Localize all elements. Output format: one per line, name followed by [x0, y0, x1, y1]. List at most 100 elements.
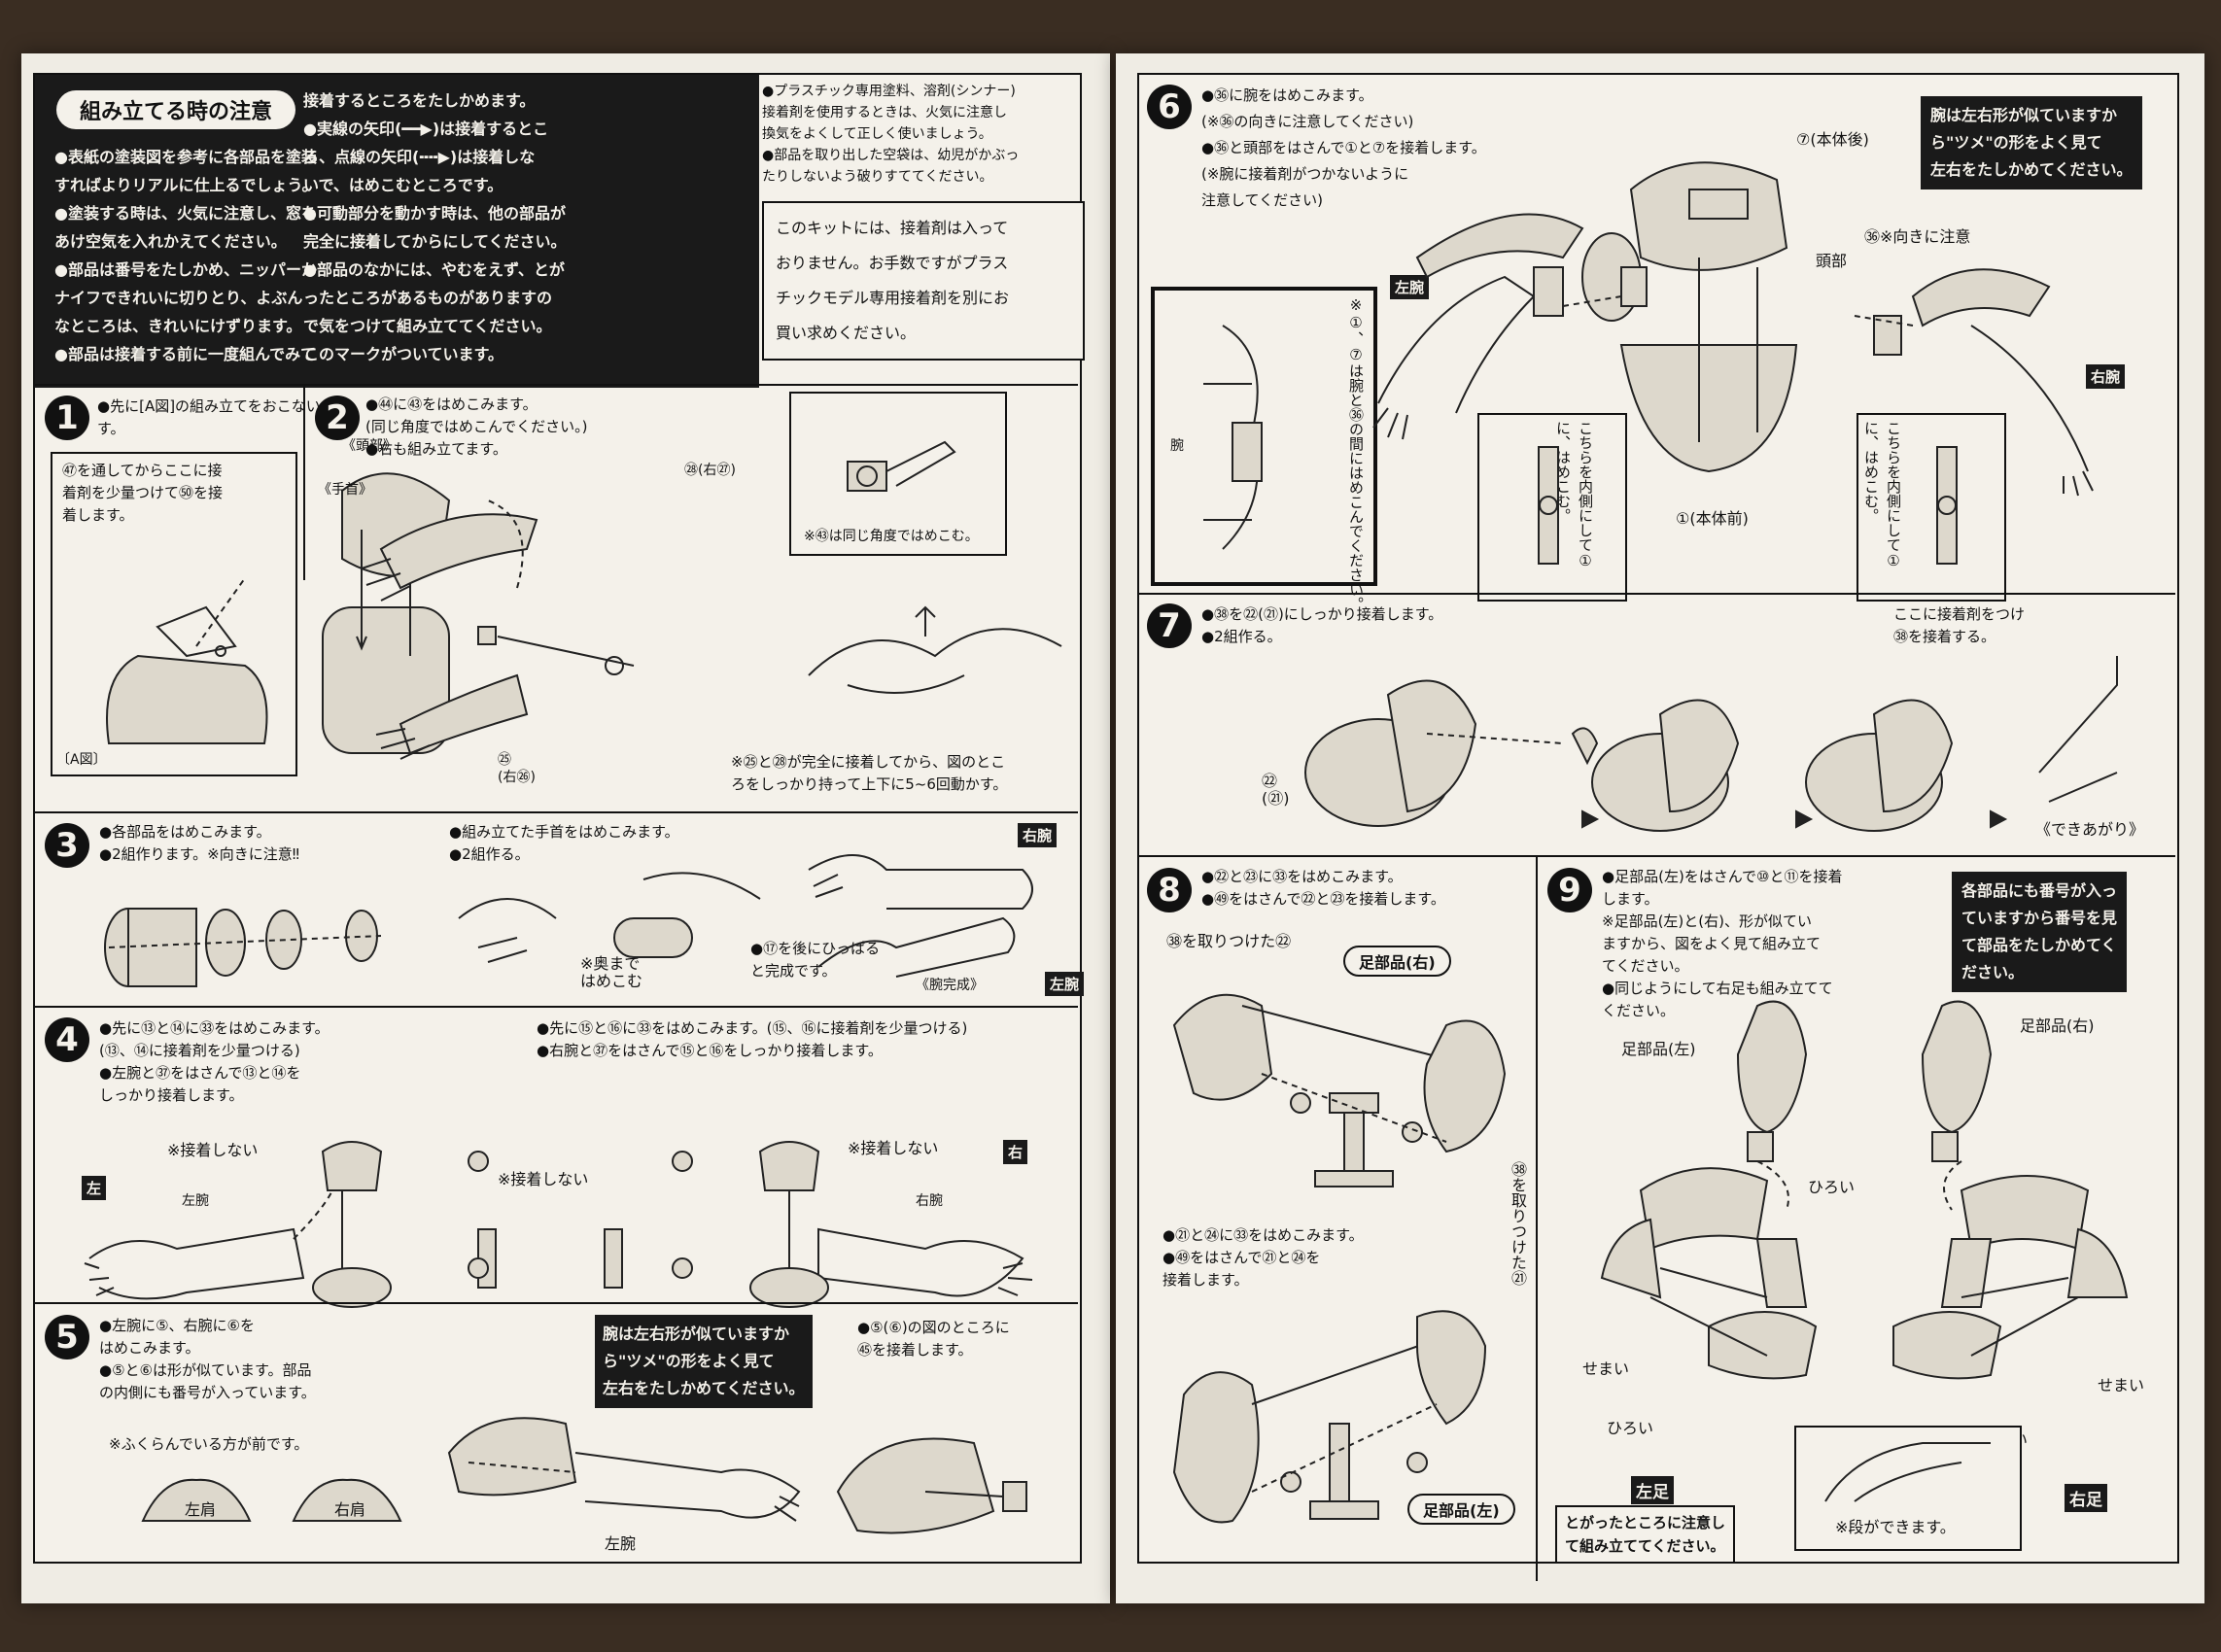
step8-number: 8 [1147, 868, 1192, 912]
step6-inset-box [1151, 287, 1377, 586]
step9-wide-a: ひろい [1808, 1178, 1856, 1196]
head-label-6: 頭部 [1816, 252, 1848, 270]
step3-hands-illustration [458, 872, 761, 963]
step9-right-leg-illustration [1892, 1000, 2129, 1380]
step5-number: 5 [45, 1315, 89, 1359]
step8-label-a: ㊳を取りつけた㉒ [1166, 932, 1292, 950]
step2-label-28: ㉘(右㉗) [684, 463, 736, 478]
step5-warning: 腕は左右形が似ていますか ら"ツメ"の形をよく見て 左右をたしかめてください。 [595, 1315, 813, 1408]
body-front-label: ①(本体前) [1676, 509, 1749, 528]
step1-panel [35, 384, 1078, 386]
foot-right-pill: 足部品(右) [1343, 946, 1451, 977]
right-shoulder-label: 右肩 [334, 1500, 366, 1519]
step8-lower-illustration [1172, 1310, 1487, 1524]
step8-label-b: ㊳を取りつけた㉑ [1509, 1161, 1527, 1286]
step6-inner-box-right [1857, 413, 2006, 602]
step5-note: ※ふくらんでいる方が前です。 [109, 1435, 309, 1453]
step9-narrow-a: せまい [1582, 1359, 1630, 1378]
step6-warning: 腕は左右形が似ていますか ら"ツメ"の形をよく見て 左右をたしかめてください。 [1921, 96, 2142, 189]
step2-label-25: ㉕ (右㉖) [498, 752, 536, 785]
step1-text: ●先に[A図]の組み立てをおこないま す。 [97, 397, 335, 437]
step2-note: ※㉕と㉘が完全に接着してから、図のとこ ろをしっかり持って上下に5~6回動かす。 [731, 753, 1008, 793]
step8-upper-illustration [1172, 993, 1507, 1187]
step3-note: ※奥まで はめこむ [580, 954, 643, 990]
step9-warning: 各部品にも番号が入っ ていますから番号を見 て部品をたしかめてく ださい。 [1952, 872, 2128, 992]
left-shoulder-label: 左肩 [185, 1500, 217, 1519]
step1-inset-text: ㊼を通してからここに接 着剤を少量つけて㊿を接 着します。 [62, 462, 224, 524]
caution-col2: 接着するところをたしかめます。 ●実線の矢印(━━▶)は接着するとこ ろ、点線の… [303, 91, 567, 363]
right-foot-tag: 右足 [2065, 1484, 2107, 1512]
step7-text: ●㊳を㉒(㉑)にしっかり接着します。 ●2組作る。 [1201, 605, 1443, 645]
step5-text-b: ●⑤(⑥)の図のところに ㊺を接着します。 [857, 1319, 1010, 1359]
orientation-note: ㊱※向きに注意 [1864, 227, 1971, 246]
caution-col1: ●表紙の塗装図を参考に各部品を塗装 すればよりリアルに仕上るでしょう。 ●塗装す… [54, 148, 318, 363]
caution-col3: ●プラスチック専用塗料、溶剤(シンナー) 接着剤を使用するときは、火気に注意し … [762, 84, 1020, 185]
step6-text: ●㊱に腕をはめこみます。 (※㊱の向きに注意してください) ●㊱と頭部をはさんで… [1201, 86, 1486, 209]
step8-panel [1137, 855, 2175, 857]
step6-inner-shapes [1538, 446, 1958, 565]
step2-hand-illustration [361, 499, 635, 760]
step9-foot-left: 足部品(左) [1621, 1040, 1696, 1058]
step5-shoulder-shapes [141, 1478, 402, 1522]
step5-panel [35, 1302, 1078, 1304]
step2-detail-note: ※㊸は同じ角度ではめこむ。 [804, 529, 979, 544]
left-page: 組み立てる時の注意 ●表紙の塗装図を参考に各部品を塗装 すればよりリアルに仕上る… [21, 53, 1110, 1603]
head-label: 《頭部》 [342, 438, 397, 454]
step5-left-arm-illustration [447, 1417, 801, 1522]
step3-text-a: ●各部品をはめこみます。 ●2組作ります。※向きに注意‼ [99, 823, 299, 863]
step4-panel [35, 1006, 1078, 1008]
step5-part45-illustration [836, 1437, 1027, 1534]
step2-hands-holding-illustration [808, 605, 1062, 694]
step9-narrow-b: せまい [2098, 1376, 2145, 1394]
assembly-caution-title: 組み立てる時の注意 [56, 90, 296, 129]
step2-detail-illustration [847, 440, 956, 492]
step8-text-a: ●㉒と㉓に㉝をはめこみます。 ●㊾をはさんで㉒と㉓を接着します。 [1201, 868, 1445, 908]
step7-label-22: ㉒ (㉑) [1262, 772, 1290, 808]
step1-illustration [106, 577, 268, 744]
arm-complete-label: 《腕完成》 [916, 978, 984, 993]
step9-number: 9 [1547, 868, 1592, 912]
step6-right-arm-tag: 右腕 [2086, 364, 2126, 389]
step9-foot-right: 足部品(右) [2020, 1016, 2095, 1035]
step9-pointed-note: とがったところに注意し て組み立ててください。 [1555, 1505, 1736, 1564]
step5-left-arm-label: 左腕 [605, 1534, 637, 1553]
step8-text-b: ●㉑と㉔に㉝をはめこみます。 ●㊾をはさんで㉑と㉔を 接着します。 [1163, 1226, 1364, 1289]
step4-left-assembly-illustration [84, 1141, 497, 1308]
step6-number: 6 [1147, 85, 1192, 129]
step4-right-assembly-illustration [604, 1141, 1033, 1308]
step6-inset-note: ※①、⑦は腕と㊱の間にはめこんでください。 [1347, 296, 1365, 611]
step1-number: 1 [45, 396, 89, 440]
step3-number: 3 [45, 823, 89, 868]
step4-no-glue-left: ※接着しない [167, 1141, 259, 1159]
step2-text: ●㊹に㊸をはめこみます。 (同じ角度ではめこんでください。) ●右も組み立てます… [365, 396, 588, 458]
step4-right-tag: 右 [1003, 1140, 1028, 1164]
step6-inset-illustration [1203, 325, 1263, 550]
step6-left-arm-tag: 左腕 [1390, 275, 1430, 299]
step7-number: 7 [1147, 603, 1192, 648]
step3-text-b: ●組み立てた手首をはめこみます。 ●2組作る。 [449, 823, 679, 863]
step9-left-leg-illustration [1600, 1000, 1818, 1380]
step3-arms-illustration [808, 854, 1033, 978]
hand-label: 《手首》 [318, 482, 372, 498]
step3-text-c: ●⑰を後にひっぱる と完成です。 [750, 940, 881, 980]
left-foot-tag: 左足 [1631, 1476, 1674, 1504]
step4-no-glue-center: ※接着しない [498, 1170, 589, 1188]
step6-inner-note-right: こちらを内側にして①に、はめこむ。 [1862, 421, 1902, 569]
step5-text: ●左腕に⑤、右腕に⑥を はめこみます。 ●⑤と⑥は形が似ています。部品 の内側に… [99, 1317, 316, 1401]
step4-left-arm: 左腕 [182, 1193, 209, 1209]
body-back-label: ⑦(本体後) [1796, 130, 1869, 149]
step6-arm-label: 腕 [1170, 438, 1184, 454]
step9-step-note: ※段ができます。 [1835, 1518, 1956, 1536]
step9-step-illustration [1824, 1442, 1991, 1502]
step2-number: 2 [315, 396, 360, 440]
step7-panel [1137, 593, 2175, 595]
step7-illustration [1304, 656, 2118, 832]
right-arm-tag: 右腕 [1018, 823, 1058, 847]
step4-text-a: ●先に⑬と⑭に㉝をはめこみます。 (⑬、⑭に接着剤を少量つける) ●左腕と㊲をは… [99, 1019, 330, 1104]
step4-right-arm: 右腕 [916, 1193, 943, 1209]
step7-glue-note: ここに接着剤をつけ ㊳を接着する。 [1893, 605, 2026, 645]
step1-inset-label: 〔A図〕 [56, 752, 107, 768]
step4-left-tag: 左 [82, 1176, 107, 1200]
step6-body-illustration [1372, 161, 2094, 497]
step9-text: ●足部品(左)をはさんで⑩と⑪を接着 します。 ※足部品(左)と(右)、形が似て… [1602, 868, 1843, 1019]
